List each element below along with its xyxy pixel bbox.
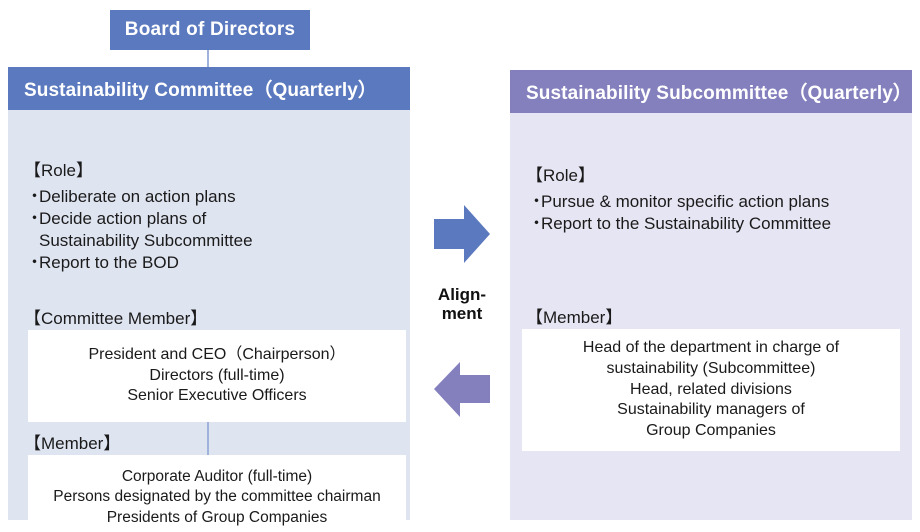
left-role-section: 【Role】 ・Deliberate on action plans ・Deci… [22, 154, 253, 273]
sustainability-subcommittee-body: 【Role】 ・Pursue & monitor specific action… [510, 113, 912, 451]
sustainability-committee-panel: Sustainability Committee（Quarterly） 【Rol… [8, 67, 410, 532]
bullet-icon: ・ [528, 214, 545, 233]
list-item: ・Decide action plans of Sustainability S… [26, 208, 253, 252]
arrow-left-icon [434, 362, 490, 422]
sustainability-subcommittee-panel: Sustainability Subcommittee（Quarterly） 【… [510, 70, 912, 520]
left-role-item-text: Decide action plans of Sustainability Su… [39, 209, 253, 250]
left-role-item-text: Deliberate on action plans [39, 187, 236, 207]
sustainability-committee-header: Sustainability Committee（Quarterly） [8, 67, 410, 110]
right-role-section: 【Role】 ・Pursue & monitor specific action… [524, 159, 831, 235]
committee-member-text: President and CEO（Chairperson） Directors… [88, 345, 346, 405]
bullet-icon: ・ [26, 187, 43, 207]
bullet-icon: ・ [26, 252, 43, 272]
right-role-list: ・Pursue & monitor specific action plans … [528, 191, 831, 235]
list-item: ・Report to the BOD [26, 252, 253, 274]
bullet-icon: ・ [26, 209, 43, 228]
arrow-right-icon [434, 205, 490, 268]
right-member-box: Head of the department in charge of sust… [522, 329, 900, 451]
right-member-label: 【Member】 [526, 308, 623, 327]
bullet-icon: ・ [528, 192, 545, 212]
left-role-label: 【Role】 [24, 161, 93, 180]
left-member-text: Corporate Auditor (full-time) Persons de… [53, 468, 381, 526]
sustainability-subcommittee-title: Sustainability Subcommittee（Quarterly） [526, 83, 912, 104]
board-to-committee-connector [207, 50, 209, 67]
list-item: ・Report to the Sustainability Committee [528, 213, 831, 235]
list-item: ・Pursue & monitor specific action plans [528, 191, 831, 213]
alignment-label: Align- ment [437, 285, 487, 324]
board-of-directors-box: Board of Directors [110, 10, 310, 50]
sustainability-subcommittee-header: Sustainability Subcommittee（Quarterly） [510, 70, 912, 113]
left-role-item-text: Report to the BOD [39, 252, 179, 272]
sustainability-committee-title: Sustainability Committee（Quarterly） [24, 80, 377, 101]
committee-member-connector [207, 422, 209, 455]
left-member-label: 【Member】 [24, 434, 121, 453]
left-member-box: Corporate Auditor (full-time) Persons de… [28, 455, 406, 532]
sustainability-committee-body: 【Role】 ・Deliberate on action plans ・Deci… [8, 110, 410, 532]
committee-member-box: President and CEO（Chairperson） Directors… [28, 330, 406, 422]
right-role-label: 【Role】 [526, 166, 595, 185]
left-role-list: ・Deliberate on action plans ・Decide acti… [26, 186, 253, 273]
right-member-text: Head of the department in charge of sust… [582, 339, 840, 440]
list-item: ・Deliberate on action plans [26, 186, 253, 208]
committee-member-label: 【Committee Member】 [24, 309, 208, 328]
board-of-directors-label: Board of Directors [124, 19, 296, 40]
right-role-item-text: Report to the Sustainability Committee [541, 214, 832, 233]
right-role-item-text: Pursue & monitor specific action plans [541, 192, 830, 212]
